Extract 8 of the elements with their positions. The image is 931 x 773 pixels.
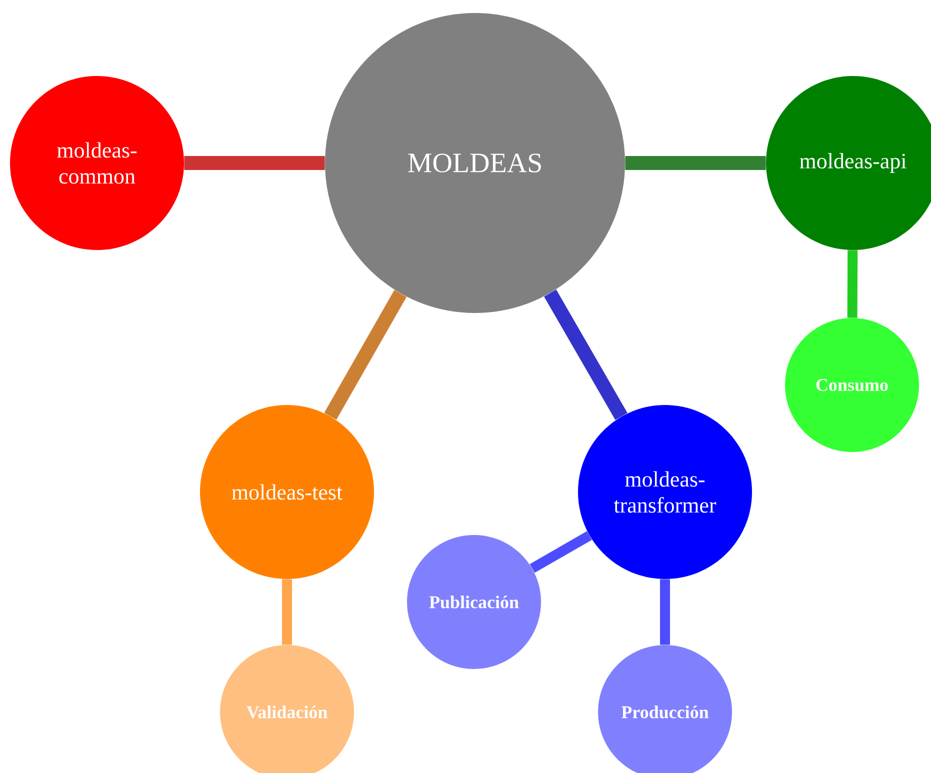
connector bbox=[544, 290, 628, 420]
connector bbox=[625, 156, 766, 170]
connector bbox=[282, 579, 292, 645]
connector bbox=[847, 250, 858, 318]
connector bbox=[324, 290, 407, 420]
connector bbox=[530, 531, 592, 573]
connector bbox=[184, 156, 325, 170]
connector bbox=[660, 579, 670, 645]
